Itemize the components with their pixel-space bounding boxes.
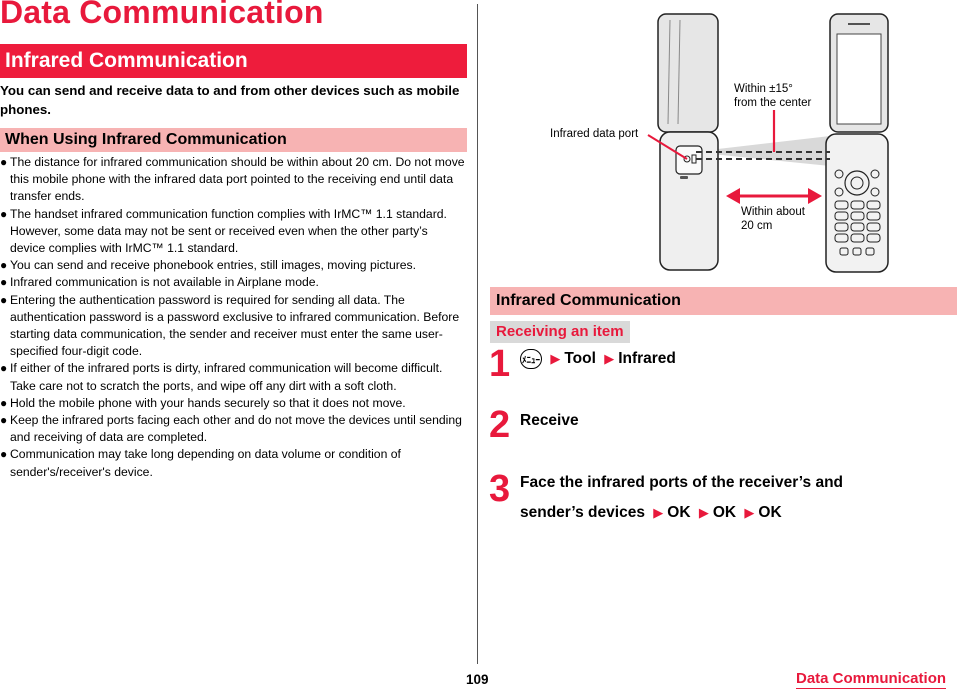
- list-item-text: If either of the infrared ports is dirty…: [10, 361, 443, 393]
- step-number: 2: [489, 404, 511, 446]
- step-text: Receive: [520, 412, 579, 429]
- port-pointer: [647, 134, 688, 160]
- footer-title: Data Communication: [796, 670, 947, 689]
- procedure-tag: Receiving an item: [490, 321, 630, 343]
- arrow-icon: ▶: [604, 351, 615, 366]
- section-banner: Infrared Communication: [0, 44, 467, 78]
- page-number: 109: [466, 672, 489, 687]
- distance-label-line2: 20 cm: [741, 220, 772, 232]
- list-item: ●Communication may take long depending o…: [0, 446, 466, 480]
- bullet-icon: ●: [0, 206, 8, 221]
- step-number: 1: [489, 343, 511, 385]
- arrow-icon: ▶: [653, 505, 664, 520]
- list-item-text: You can send and receive phonebook entri…: [10, 258, 417, 273]
- arrow-icon: ▶: [744, 505, 755, 520]
- bullet-icon: ●: [0, 361, 8, 376]
- bullet-icon: ●: [0, 413, 8, 428]
- arrow-icon: ▶: [698, 505, 709, 520]
- list-item: ●If either of the infrared ports is dirt…: [0, 360, 466, 394]
- receiver-phone-illustration: [825, 13, 889, 273]
- angle-label-line2: from the center: [734, 97, 812, 109]
- menu-item-label: OK: [712, 504, 737, 521]
- intro-text: You can send and receive data to and fro…: [0, 83, 460, 117]
- bullet-icon: ●: [0, 292, 8, 307]
- port-label: Infrared data port: [550, 128, 639, 140]
- infrared-diagram: Infrared data port Within ±15° from the …: [550, 13, 889, 273]
- list-item-text: Entering the authentication password is …: [10, 292, 460, 359]
- bullet-icon: ●: [0, 275, 8, 290]
- notes-list: ●The distance for infrared communication…: [0, 154, 466, 481]
- bullet-icon: ●: [0, 395, 8, 410]
- list-item: ●You can send and receive phonebook entr…: [0, 257, 466, 274]
- angle-label-line1: Within ±15°: [734, 83, 793, 95]
- nav-key-icon: [844, 170, 870, 196]
- step-number: 3: [489, 468, 511, 510]
- bullet-icon: ●: [0, 447, 8, 462]
- sender-phone-illustration: [657, 13, 719, 271]
- arrow-icon: ▶: [550, 351, 561, 366]
- list-item-text: The handset infrared communication funct…: [10, 206, 447, 256]
- list-item: ●Hold the mobile phone with your hands s…: [0, 395, 466, 412]
- list-item: ●The handset infrared communication func…: [0, 206, 466, 258]
- sub-section-banner: When Using Infrared Communication: [0, 128, 467, 152]
- menu-item-label: Tool: [564, 350, 596, 367]
- page-title: Data Communication: [0, 0, 324, 30]
- menu-item-label: OK: [758, 504, 782, 521]
- list-item: ●Infrared communication is not available…: [0, 274, 466, 291]
- list-item: ●The distance for infrared communication…: [0, 154, 466, 206]
- step-text-label: sender’s devices: [520, 504, 645, 521]
- menu-item-label: Infrared: [618, 350, 676, 367]
- menu-key-icon: ﾒﾆｭｰ: [520, 348, 542, 369]
- menu-item-label: OK: [667, 504, 691, 521]
- list-item-text: Communication may take long depending on…: [10, 447, 401, 479]
- list-item-text: Infrared communication is not available …: [10, 275, 319, 290]
- keypad-icon: [834, 200, 881, 256]
- list-item-text: Hold the mobile phone with your hands se…: [10, 395, 406, 410]
- column-divider: [477, 4, 478, 664]
- step-text: Face the infrared ports of the receiver’…: [520, 468, 843, 528]
- infrared-port-icon: [683, 155, 691, 163]
- list-item-text: The distance for infrared communication …: [10, 155, 465, 204]
- right-section-banner: Infrared Communication: [490, 287, 957, 315]
- bullet-icon: ●: [0, 155, 8, 169]
- bullet-icon: ●: [0, 258, 8, 273]
- list-item: ●Keep the infrared ports facing each oth…: [0, 412, 466, 446]
- step-text: ﾒﾆｭｰ ▶Tool ▶Infrared: [520, 344, 676, 374]
- step-text-line: sender’s devices ▶OK ▶OK ▶OK: [520, 498, 843, 528]
- list-item: ●Entering the authentication password is…: [0, 292, 466, 361]
- distance-arrow: [726, 188, 822, 204]
- distance-label-line1: Within about: [741, 206, 806, 218]
- step-text-line: Face the infrared ports of the receiver’…: [520, 474, 844, 491]
- list-item-text: Keep the infrared ports facing each othe…: [10, 413, 462, 445]
